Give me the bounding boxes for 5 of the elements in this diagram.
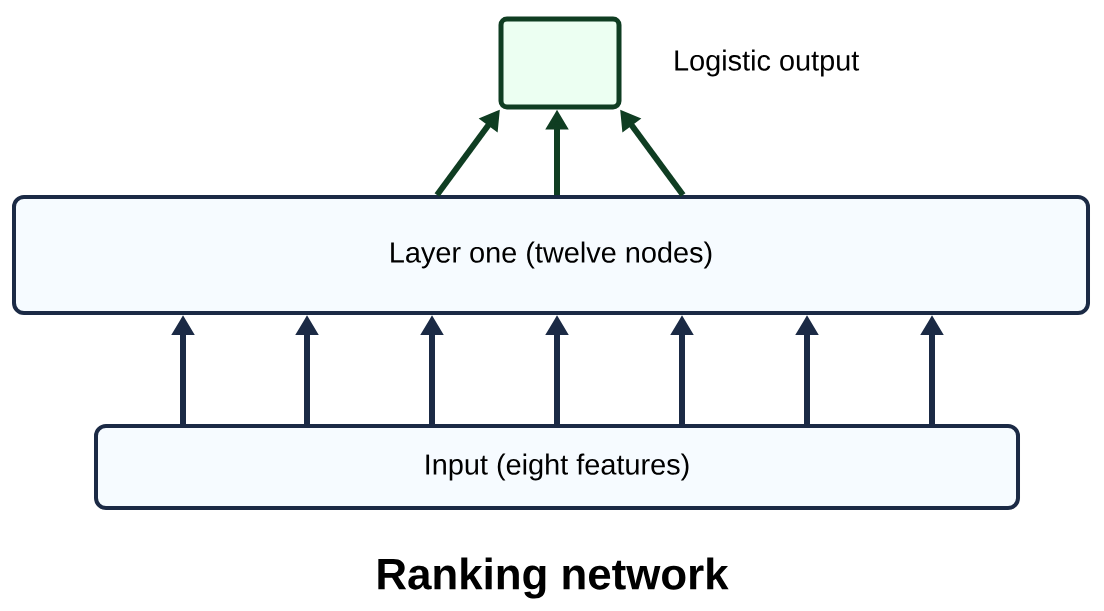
output-box (498, 16, 622, 110)
beside-label: Logistic output (675, 49, 860, 77)
input-box: Input (eight features) (94, 424, 1020, 510)
layer-box: Layer one (twelve nodes) (12, 195, 1090, 315)
caption: Ranking network (378, 557, 729, 599)
